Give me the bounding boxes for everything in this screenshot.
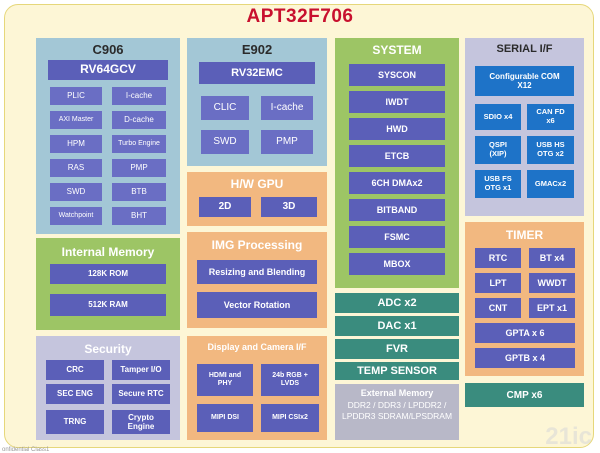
timer-item: GPTB x 4	[475, 348, 575, 368]
c906-item: Turbo Engine	[112, 135, 166, 153]
system-panel: SYSTEM SYSCON IWDT HWD ETCB 6CH DMAx2 BI…	[335, 38, 459, 288]
system-item: MBOX	[349, 253, 445, 275]
security-item: TRNG	[46, 410, 104, 434]
timer-item: LPT	[475, 273, 521, 293]
analog-item: ADC x2	[335, 293, 459, 313]
c906-item: SWD	[50, 183, 102, 201]
watermark-logo: 21ic	[545, 423, 592, 450]
footnote: onfidential Class1	[2, 447, 50, 453]
system-item: BITBAND	[349, 199, 445, 221]
e902-item: SWD	[201, 130, 249, 154]
cmp-block: CMP x6	[465, 383, 584, 407]
serial-item: QSPI (XIP)	[475, 136, 521, 164]
serial-item: USB HS OTG x2	[527, 136, 574, 164]
system-item: HWD	[349, 118, 445, 140]
system-item: SYSCON	[349, 64, 445, 86]
analog-item: FVR	[335, 339, 459, 359]
memory-item: 128K ROM	[50, 264, 166, 284]
analog-item: TEMP SENSOR	[335, 362, 459, 380]
e902-item: PMP	[261, 130, 313, 154]
c906-item: D-cache	[112, 111, 166, 129]
serial-top: Configurable COM X12	[475, 66, 574, 96]
c906-item: PMP	[112, 159, 166, 177]
e902-title: E902	[241, 42, 273, 57]
c906-title: C906	[92, 42, 124, 57]
external-memory-title: External Memory	[360, 388, 434, 398]
serial-item: GMACx2	[527, 170, 574, 198]
memory-item: 512K RAM	[50, 294, 166, 316]
system-item: ETCB	[349, 145, 445, 167]
c906-core: RV64GCV	[48, 60, 168, 80]
timer-item: RTC	[475, 248, 521, 268]
img-item: Resizing and Blending	[197, 260, 317, 284]
e902-panel: E902 RV32EMC CLIC I-cache SWD PMP	[187, 38, 327, 166]
display-item: 24b RGB + LVDS	[261, 364, 319, 396]
c906-item: BHT	[112, 207, 166, 225]
internal-memory-title: Internal Memory	[61, 245, 155, 259]
internal-memory-panel: Internal Memory 128K ROM 512K RAM	[36, 238, 180, 330]
timer-panel: TIMER RTC BT x4 LPT WWDT CNT EPT x1 GPTA…	[465, 222, 584, 376]
security-item: Tamper I/O	[112, 360, 170, 380]
c906-item: AXI Master	[50, 111, 102, 129]
chip-title: APT32F706	[246, 6, 354, 27]
serial-title: SERIAL I/F	[496, 43, 553, 55]
timer-item: CNT	[475, 298, 521, 318]
system-item: 6CH DMAx2	[349, 172, 445, 194]
gpu-panel: H/W GPU 2D 3D	[187, 172, 327, 226]
timer-item: BT x4	[529, 248, 575, 268]
external-memory-body: DDR2 / DDR3 / LPDDR2 / LPDDR3 SDRAM/LPSD…	[341, 400, 453, 421]
e902-item: I-cache	[261, 96, 313, 120]
display-item: MIPI CSIx2	[261, 404, 319, 432]
c906-panel: C906 RV64GCV PLIC I-cache AXI Master D-c…	[36, 38, 180, 234]
analog-item: DAC x1	[335, 316, 459, 336]
timer-item: EPT x1	[529, 298, 575, 318]
security-title: Security	[84, 342, 132, 356]
security-panel: Security CRC Tamper I/O SEC ENG Secure R…	[36, 336, 180, 440]
serial-item: SDIO x4	[475, 104, 521, 130]
system-item: FSMC	[349, 226, 445, 248]
img-item: Vector Rotation	[197, 292, 317, 318]
e902-core: RV32EMC	[199, 62, 315, 84]
gpu-title: H/W GPU	[230, 177, 284, 191]
timer-title: TIMER	[505, 228, 544, 242]
c906-item: I-cache	[112, 87, 166, 105]
c906-item: BTB	[112, 183, 166, 201]
gpu-item: 2D	[199, 197, 251, 217]
display-camera-panel: Display and Camera I/F HDMI and PHY 24b …	[187, 336, 327, 440]
timer-item: WWDT	[529, 273, 575, 293]
timer-item: GPTA x 6	[475, 323, 575, 343]
display-item: MIPI DSI	[197, 404, 253, 432]
c906-item: PLIC	[50, 87, 102, 105]
security-item: Secure RTC	[112, 384, 170, 404]
img-processing-title: IMG Processing	[211, 238, 303, 252]
external-memory-panel: External Memory DDR2 / DDR3 / LPDDR2 / L…	[335, 384, 459, 440]
e902-item: CLIC	[201, 96, 249, 120]
security-item: Crypto Engine	[112, 410, 170, 434]
security-item: CRC	[46, 360, 104, 380]
c906-item: HPM	[50, 135, 102, 153]
c906-item: RAS	[50, 159, 102, 177]
serial-item: USB FS OTG x1	[475, 170, 521, 198]
img-processing-panel: IMG Processing Resizing and Blending Vec…	[187, 232, 327, 328]
gpu-item: 3D	[261, 197, 317, 217]
serial-item: CAN FD x6	[527, 104, 574, 130]
c906-item: Watchpoint	[50, 207, 102, 225]
display-camera-title: Display and Camera I/F	[207, 342, 307, 352]
system-item: IWDT	[349, 91, 445, 113]
serial-panel: SERIAL I/F Configurable COM X12 SDIO x4 …	[465, 38, 584, 216]
security-item: SEC ENG	[46, 384, 104, 404]
system-title: SYSTEM	[372, 43, 422, 57]
display-item: HDMI and PHY	[197, 364, 253, 396]
